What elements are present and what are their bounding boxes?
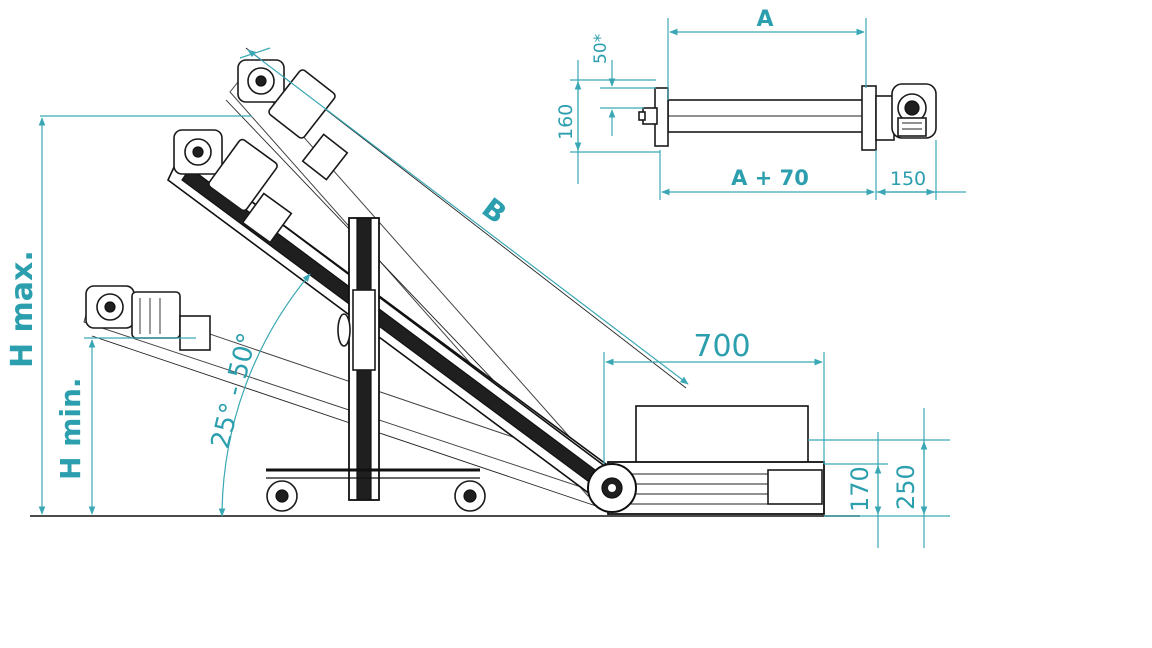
- top-view-gear-motor: [875, 83, 937, 141]
- dim-150-label: 150: [890, 168, 926, 190]
- top-view-end-plate-right: [861, 85, 877, 151]
- dim-250-label: 250: [892, 464, 920, 510]
- dim-50-label: 50*: [591, 34, 611, 64]
- dim-a-label: A: [756, 7, 773, 32]
- low-position-motor: [85, 285, 211, 351]
- dim-170-label: 170: [846, 466, 874, 512]
- dim-h-max-label: H max.: [5, 250, 40, 368]
- infeed-section: [587, 405, 825, 515]
- infeed-hopper: [635, 405, 809, 465]
- dim-a-plus-70-label: A + 70: [731, 166, 809, 190]
- dim-b-label: B: [476, 191, 513, 230]
- dim-160-label: 160: [555, 104, 577, 140]
- dim-h-min-label: H min.: [54, 377, 87, 480]
- top-view: A A + 70 150 50* 160: [555, 7, 966, 200]
- conveyor-low-position: [83, 285, 605, 509]
- dim-700-label: 700: [693, 329, 750, 364]
